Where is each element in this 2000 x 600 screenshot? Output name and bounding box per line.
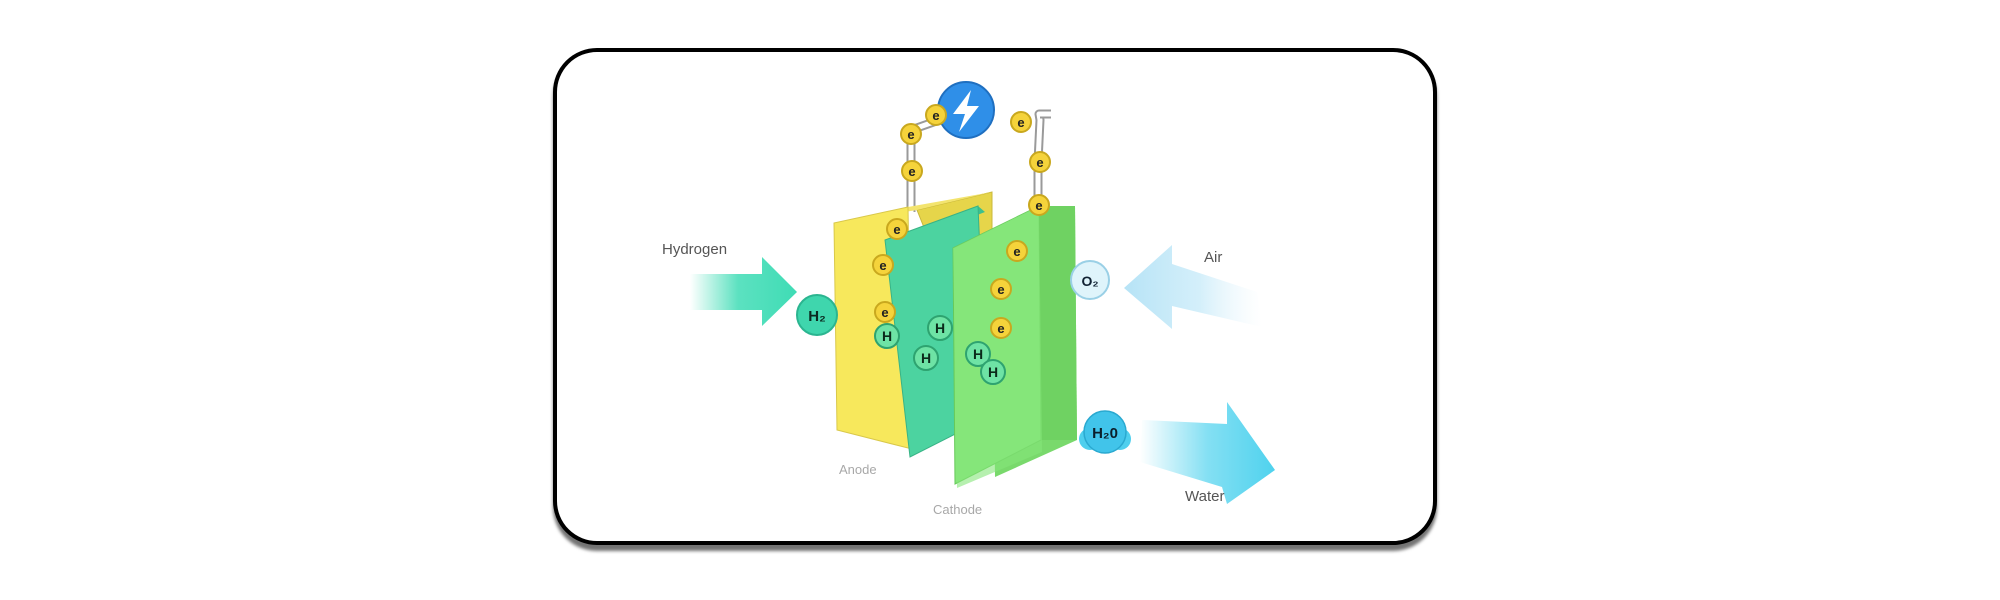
electron-label: e [997,282,1004,297]
electron-label: e [997,321,1004,336]
hydrogen-label: Hydrogen [662,241,727,258]
water-outflow-arrow [1140,402,1275,504]
electron: e [990,278,1012,300]
cathode-label: Cathode [933,502,982,517]
electrons-wire: e e e e e e [900,104,1051,216]
air-inflow-arrow [1124,245,1262,329]
proton: H [913,345,939,371]
electron-label: e [907,127,914,142]
proton: H [927,315,953,341]
lightning-bolt-icon [953,90,979,132]
h2o-molecule-label: H₂0 [1092,425,1118,442]
electron: e [886,218,908,240]
hydrogen-inflow-arrow [690,257,797,326]
fuel-cell-diagram: H₂ O₂ H₂0 e e e e e e e e e e e e H H H … [662,81,1275,517]
electric-load [937,81,995,139]
electron-label: e [932,108,939,123]
electron: e [1028,194,1050,216]
h2-molecule: H₂ [796,294,838,336]
proton: H [980,359,1006,385]
electron: e [1010,111,1032,133]
electron: e [925,104,947,126]
proton: H [874,323,900,349]
h2o-molecule: H₂0 [1079,410,1131,454]
electron-label: e [881,305,888,320]
cathode-plate [952,205,1077,488]
o2-molecule-label: O₂ [1081,273,1098,289]
proton-label: H [921,350,931,366]
o2-molecule: O₂ [1070,260,1110,300]
proton-label: H [973,346,983,362]
anode-label: Anode [839,462,877,477]
electron-label: e [908,164,915,179]
electron: e [874,301,896,323]
diagram-card: H₂ O₂ H₂0 e e e e e e e e e e e e H H H … [553,48,1437,545]
electron: e [1006,240,1028,262]
electrons-plates: e e e e e e [872,218,1028,339]
proton-label: H [988,364,998,380]
proton-label: H [882,328,892,344]
protons: H H H H H [874,315,1006,385]
proton: H [965,341,991,367]
air-label: Air [1204,249,1222,266]
electron-label: e [879,258,886,273]
electron: e [900,123,922,145]
proton-label: H [935,320,945,336]
electron-label: e [893,222,900,237]
water-label: Water [1185,488,1224,505]
electron-label: e [1036,155,1043,170]
electron-label: e [1035,198,1042,213]
electron: e [901,160,923,182]
electron-label: e [1013,244,1020,259]
h2-molecule-label: H₂ [808,308,826,325]
electron: e [1029,151,1051,173]
electron-label: e [1017,115,1024,130]
electron: e [872,254,894,276]
electron: e [990,317,1012,339]
